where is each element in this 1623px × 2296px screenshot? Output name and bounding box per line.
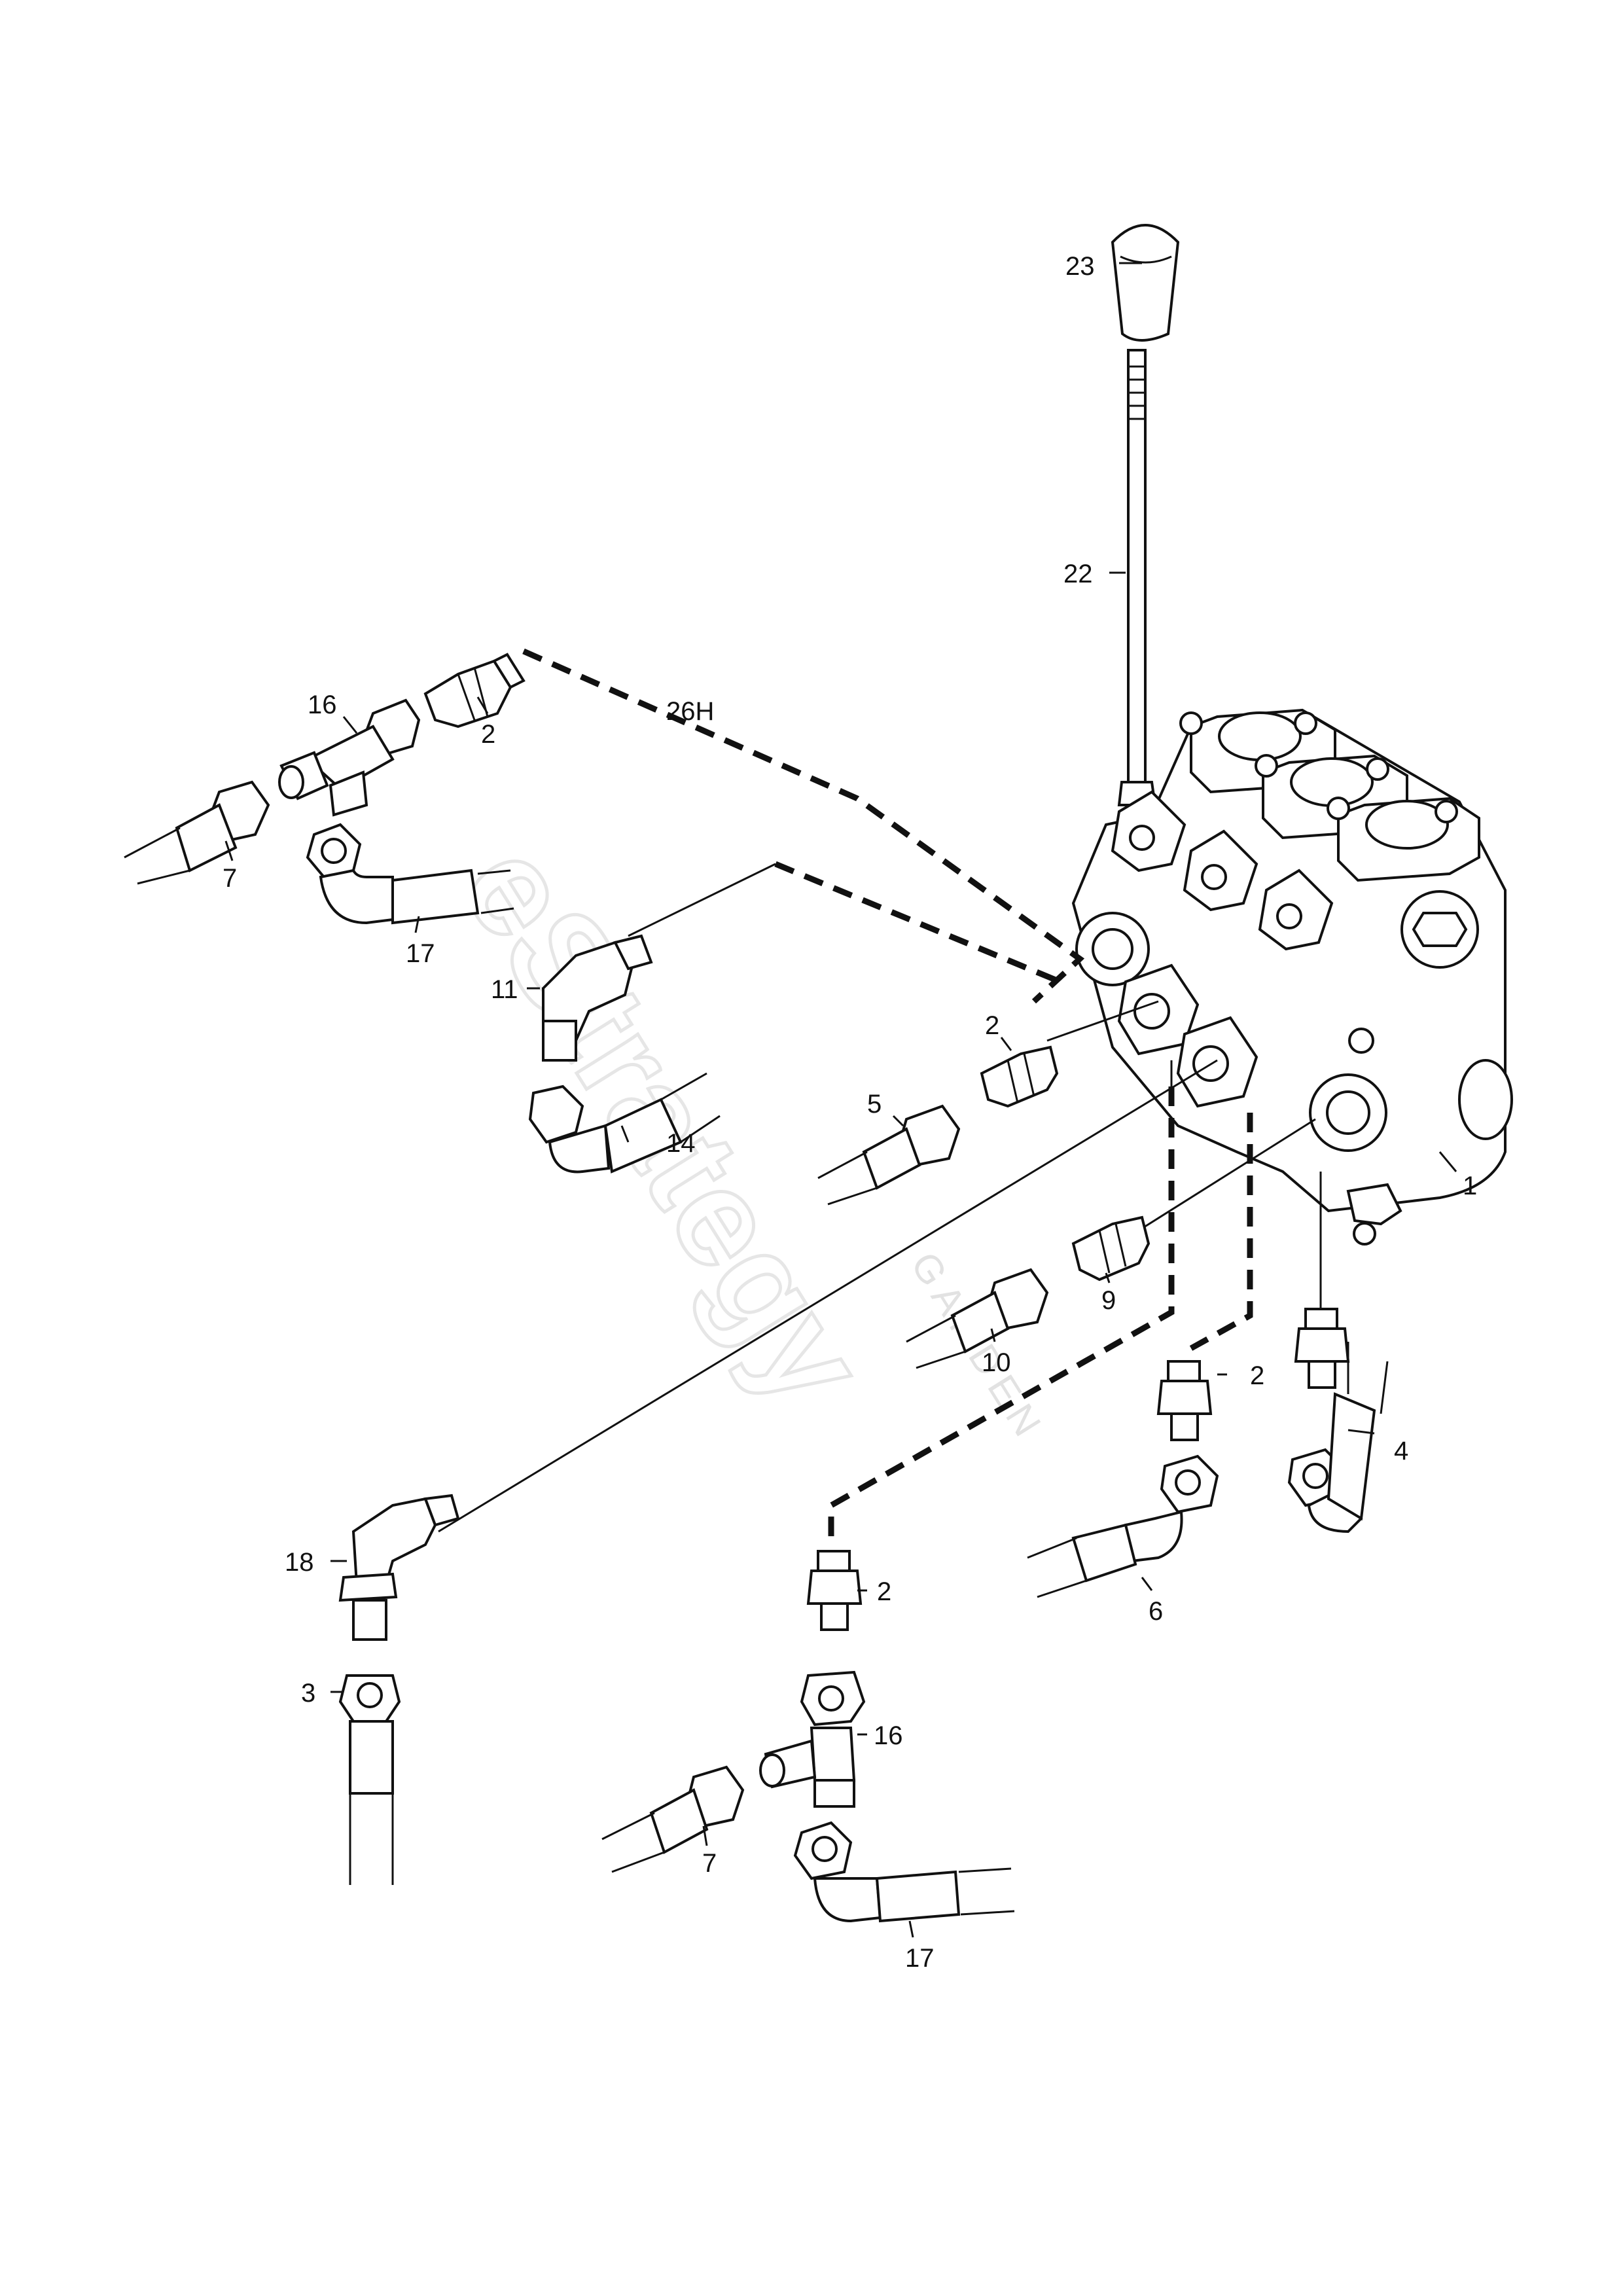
hose-14 <box>528 1072 721 1174</box>
label-10: 10 <box>982 1348 1011 1377</box>
label-2-bottom: 2 <box>877 1577 891 1606</box>
label-11: 11 <box>491 975 518 1004</box>
fitting-2-bottom <box>806 1550 863 1631</box>
hose-7-bottom <box>601 1765 745 1873</box>
label-2-mid: 2 <box>985 1011 999 1040</box>
fitting-2-right <box>1156 1360 1213 1441</box>
label-16-bottom: 16 <box>874 1721 903 1750</box>
hose-17-left <box>306 823 514 925</box>
label-2-right: 2 <box>1250 1361 1264 1390</box>
control-knob-23 <box>1111 224 1180 342</box>
control-valve-block-1 <box>1071 708 1513 1246</box>
label-4: 4 <box>1394 1437 1408 1465</box>
label-17-bottom: 17 <box>905 1944 935 1973</box>
hose-7-left <box>124 780 270 885</box>
fitting-2-mid <box>980 1045 1059 1108</box>
tee-fitting-16-top <box>278 698 421 817</box>
label-18: 18 <box>285 1548 314 1577</box>
label-3: 3 <box>301 1679 315 1708</box>
elbow-fitting-18 <box>338 1494 460 1641</box>
label-2-top: 2 <box>481 720 495 749</box>
label-7-left: 7 <box>223 864 237 893</box>
hose-4 <box>1287 1308 1389 1534</box>
label-7-bottom: 7 <box>702 1849 717 1878</box>
label-16-top: 16 <box>308 691 337 719</box>
label-5: 5 <box>867 1090 882 1119</box>
label-17-left: 17 <box>406 939 435 968</box>
label-6: 6 <box>1149 1597 1163 1626</box>
label-23: 23 <box>1065 252 1095 281</box>
hose-10 <box>906 1268 1049 1369</box>
label-9: 9 <box>1101 1286 1116 1315</box>
hose-17-bottom <box>793 1821 1015 1923</box>
fitting-9 <box>1071 1215 1150 1282</box>
hose-5 <box>817 1104 961 1206</box>
label-1: 1 <box>1463 1172 1477 1200</box>
label-14: 14 <box>666 1129 696 1158</box>
hose-3 <box>338 1674 401 1885</box>
control-lever-22 <box>1117 349 1157 806</box>
label-22: 22 <box>1063 560 1093 588</box>
label-leaders <box>224 262 1457 1938</box>
part-labels: 23 22 1 26H 16 2 7 17 11 14 2 5 9 10 2 4… <box>223 252 1477 1973</box>
connection-lines <box>438 648 1322 1538</box>
label-26H: 26H <box>666 697 714 726</box>
fitting-2-top <box>423 653 526 728</box>
elbow-fitting-11 <box>542 934 653 1062</box>
hose-6 <box>1027 1454 1219 1598</box>
tee-fitting-16-bottom <box>759 1670 866 1808</box>
